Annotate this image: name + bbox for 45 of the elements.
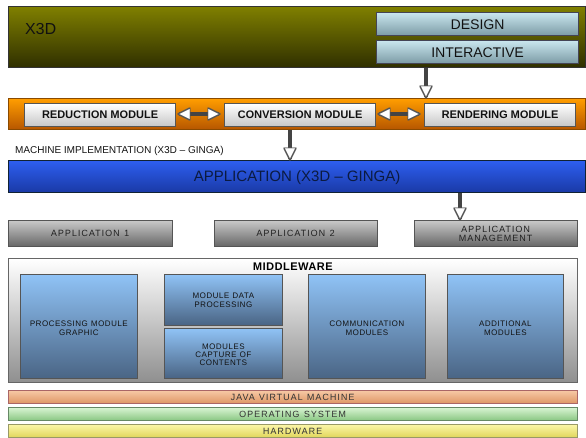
layer-box-label: DESIGN xyxy=(450,15,506,34)
application-box xyxy=(414,220,578,247)
module-box-label: MODULE DATA PROCESSING xyxy=(191,290,256,309)
arrow xyxy=(418,68,434,100)
layer-band-label: JAVA VIRTUAL MACHINE xyxy=(230,391,356,403)
module-band xyxy=(8,98,586,130)
module-box xyxy=(164,274,283,326)
application-box-label: APPLICATION MANAGEMENT xyxy=(458,223,534,243)
arrow xyxy=(176,106,222,122)
module-box xyxy=(20,274,138,379)
layer-band-label: HARDWARE xyxy=(262,425,324,437)
arrow xyxy=(452,193,468,222)
module-box-label: REDUCTION MODULE xyxy=(40,108,160,123)
application-band-label: APPLICATION (X3D – GINGA) xyxy=(192,167,402,187)
arrow xyxy=(376,106,422,122)
module-box xyxy=(424,103,576,127)
middleware-panel xyxy=(8,258,578,383)
layer-band xyxy=(8,6,586,68)
module-box xyxy=(224,103,376,127)
module-box-label: MODULES CAPTURE OF CONTENTS xyxy=(194,341,253,367)
layer-band xyxy=(8,390,578,404)
module-box-label: PROCESSING MODULE GRAPHIC xyxy=(28,318,130,337)
arrow xyxy=(282,130,298,162)
application-box-label: APPLICATION 2 xyxy=(255,227,337,240)
layer-band xyxy=(8,407,578,421)
middleware-title: MIDDLEWARE xyxy=(252,261,334,273)
x3d-label: X3D xyxy=(25,21,56,39)
layer-band xyxy=(8,424,578,438)
module-box xyxy=(308,274,426,379)
layer-box-label: INTERACTIVE xyxy=(430,43,525,62)
layer-box xyxy=(376,12,579,36)
layer-box xyxy=(376,40,579,64)
module-box-label: COMMUNICATION MODULES xyxy=(328,318,406,337)
module-box-label: CONVERSION MODULE xyxy=(236,108,364,123)
application-box xyxy=(214,220,378,247)
application-box-label: APPLICATION 1 xyxy=(50,227,132,240)
module-box xyxy=(447,274,564,379)
layer-band-label: OPERATING SYSTEM xyxy=(238,408,348,420)
module-box xyxy=(164,328,283,379)
module-box-label: RENDERING MODULE xyxy=(440,108,560,123)
application-band xyxy=(8,160,586,193)
module-box xyxy=(24,103,176,127)
module-box-label: ADDITIONAL MODULES xyxy=(478,318,533,337)
annotation-label: MACHINE IMPLEMENTATION (X3D – GINGA) xyxy=(15,145,224,156)
application-box xyxy=(8,220,173,247)
